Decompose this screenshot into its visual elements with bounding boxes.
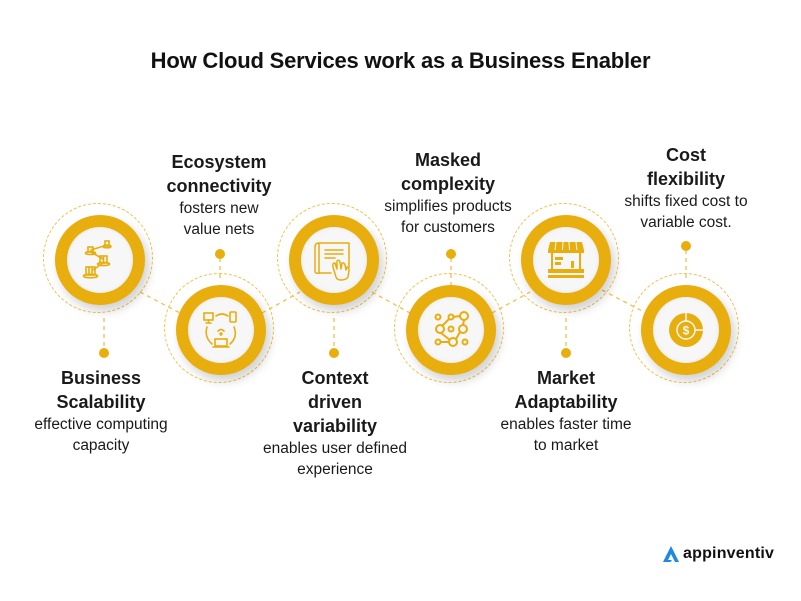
item-heading: driven <box>307 392 363 412</box>
item-heading: complexity <box>400 174 496 194</box>
node-masked-complexity <box>394 273 504 383</box>
dashed-halo <box>509 203 619 313</box>
scalability-network-icon <box>82 240 112 279</box>
network-nodes-icon <box>434 311 469 347</box>
dashed-halo <box>43 203 153 313</box>
item-heading: Business <box>60 368 142 388</box>
dashed-halo <box>394 273 504 383</box>
label-cost-flexibility: Cost flexibility shifts fixed cost to va… <box>586 143 786 233</box>
connector-dot <box>99 348 109 358</box>
node-ecosystem-connectivity <box>164 273 274 383</box>
item-description: enables faster time <box>500 416 632 433</box>
appinventiv-logo-icon <box>663 546 679 562</box>
label-masked-complexity: Masked complexity simplifies products fo… <box>348 148 548 238</box>
page-title: How Cloud Services work as a Business En… <box>150 48 651 73</box>
item-heading: Scalability <box>56 392 146 412</box>
node-market-adaptability <box>509 203 619 313</box>
connector-dot <box>215 249 225 259</box>
label-ecosystem-connectivity: Ecosystem connectivity fosters new value… <box>119 150 319 240</box>
connector-dot <box>446 249 456 259</box>
item-heading: Cost <box>666 145 706 165</box>
connector-dot <box>561 348 571 358</box>
item-heading: Context <box>301 368 369 388</box>
item-heading: flexibility <box>646 169 726 189</box>
node-context-driven-variability <box>277 203 387 313</box>
item-description: fosters new <box>179 200 259 217</box>
item-description: simplifies products <box>384 198 512 215</box>
item-heading: variability <box>292 416 378 436</box>
label-market-adaptability: Market Adaptability enables faster time … <box>466 366 666 456</box>
item-heading: Adaptability <box>514 392 618 412</box>
connected-devices-icon <box>203 311 237 348</box>
item-heading: Masked <box>414 150 482 170</box>
svg-text:$: $ <box>683 324 690 338</box>
node-business-scalability <box>43 203 153 313</box>
market-stall-icon <box>548 241 584 278</box>
item-description: effective computing <box>34 416 168 433</box>
item-description: experience <box>297 461 373 478</box>
item-heading: Market <box>536 368 596 388</box>
brand-logo: appinventiv <box>662 545 774 563</box>
item-description: for customers <box>401 219 495 236</box>
item-description: enables user defined <box>263 440 407 457</box>
dashed-halo <box>164 273 274 383</box>
item-description: to market <box>533 437 599 454</box>
label-business-scalability: Business Scalability effective computing… <box>1 366 201 456</box>
dollar-pie-chart-icon: $ <box>669 313 703 347</box>
node-cost-flexibility: $ <box>629 273 739 383</box>
item-description: variable cost. <box>640 214 732 231</box>
item-description: shifts fixed cost to <box>624 193 748 210</box>
connector-dot <box>681 241 691 251</box>
dashed-halo <box>629 273 739 383</box>
label-context-driven-variability: Context driven variability enables user … <box>235 366 435 480</box>
item-heading: connectivity <box>166 176 272 196</box>
brand-name: appinventiv <box>683 545 775 562</box>
hand-on-document-icon <box>314 242 350 281</box>
item-heading: Ecosystem <box>171 152 267 172</box>
connector-dot <box>329 348 339 358</box>
item-description: capacity <box>72 437 130 454</box>
item-description: value nets <box>183 221 255 238</box>
dashed-halo <box>277 203 387 313</box>
